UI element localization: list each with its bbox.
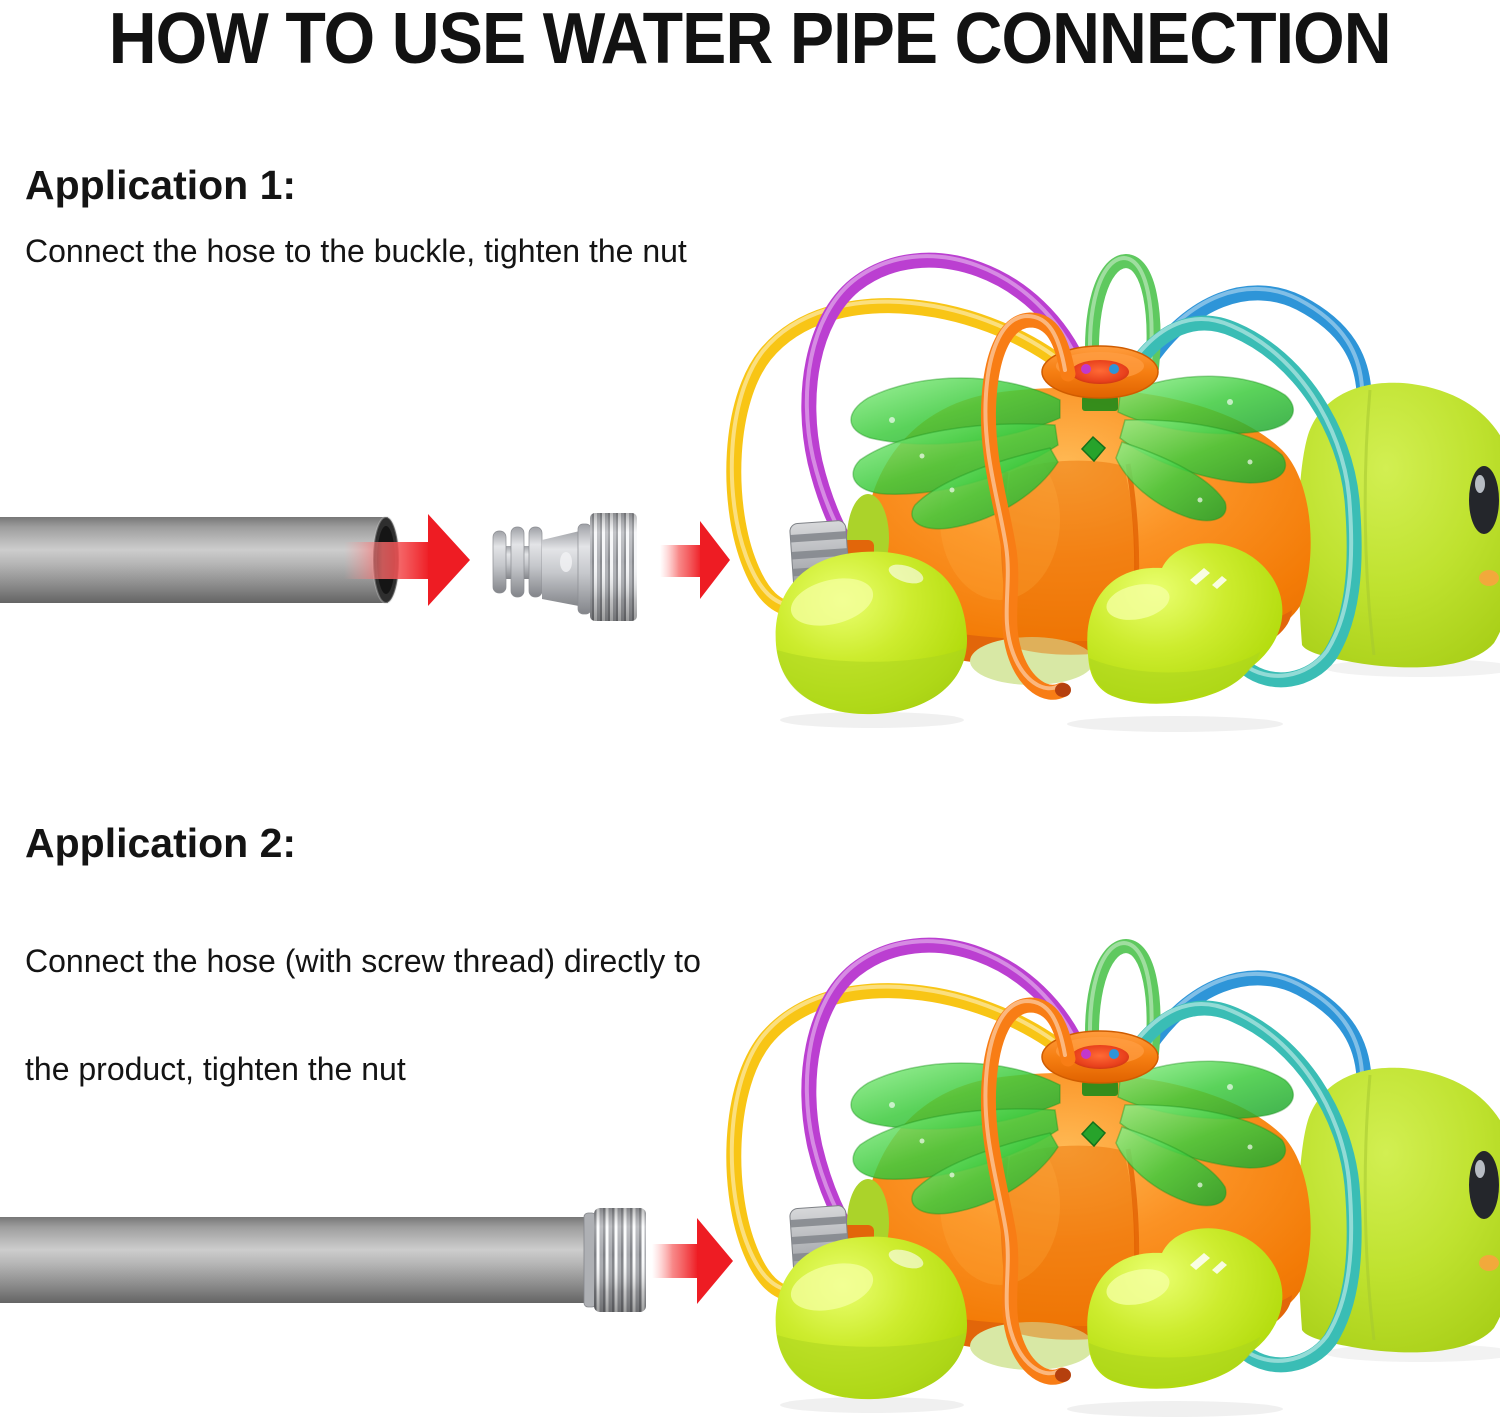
arrow-head [428, 514, 470, 606]
turtle-sprinkler-toy-2 [732, 941, 1500, 1417]
connector-threads [590, 513, 637, 621]
red-arrow-icon-3 [652, 1218, 733, 1304]
arrow-head [697, 1218, 733, 1304]
pipe-screw-thread [594, 1208, 646, 1312]
red-arrow-icon-1 [344, 514, 470, 606]
red-arrow-icon-2 [660, 521, 730, 599]
threaded-hose-pipe-2 [0, 1208, 646, 1312]
hose-connector [492, 513, 637, 621]
application-2-diagram [0, 941, 1500, 1417]
application-1-diagram [0, 256, 1500, 732]
hose-pipe-1 [0, 516, 400, 604]
turtle-sprinkler-toy-1 [732, 256, 1500, 732]
arrow-head [700, 521, 730, 599]
